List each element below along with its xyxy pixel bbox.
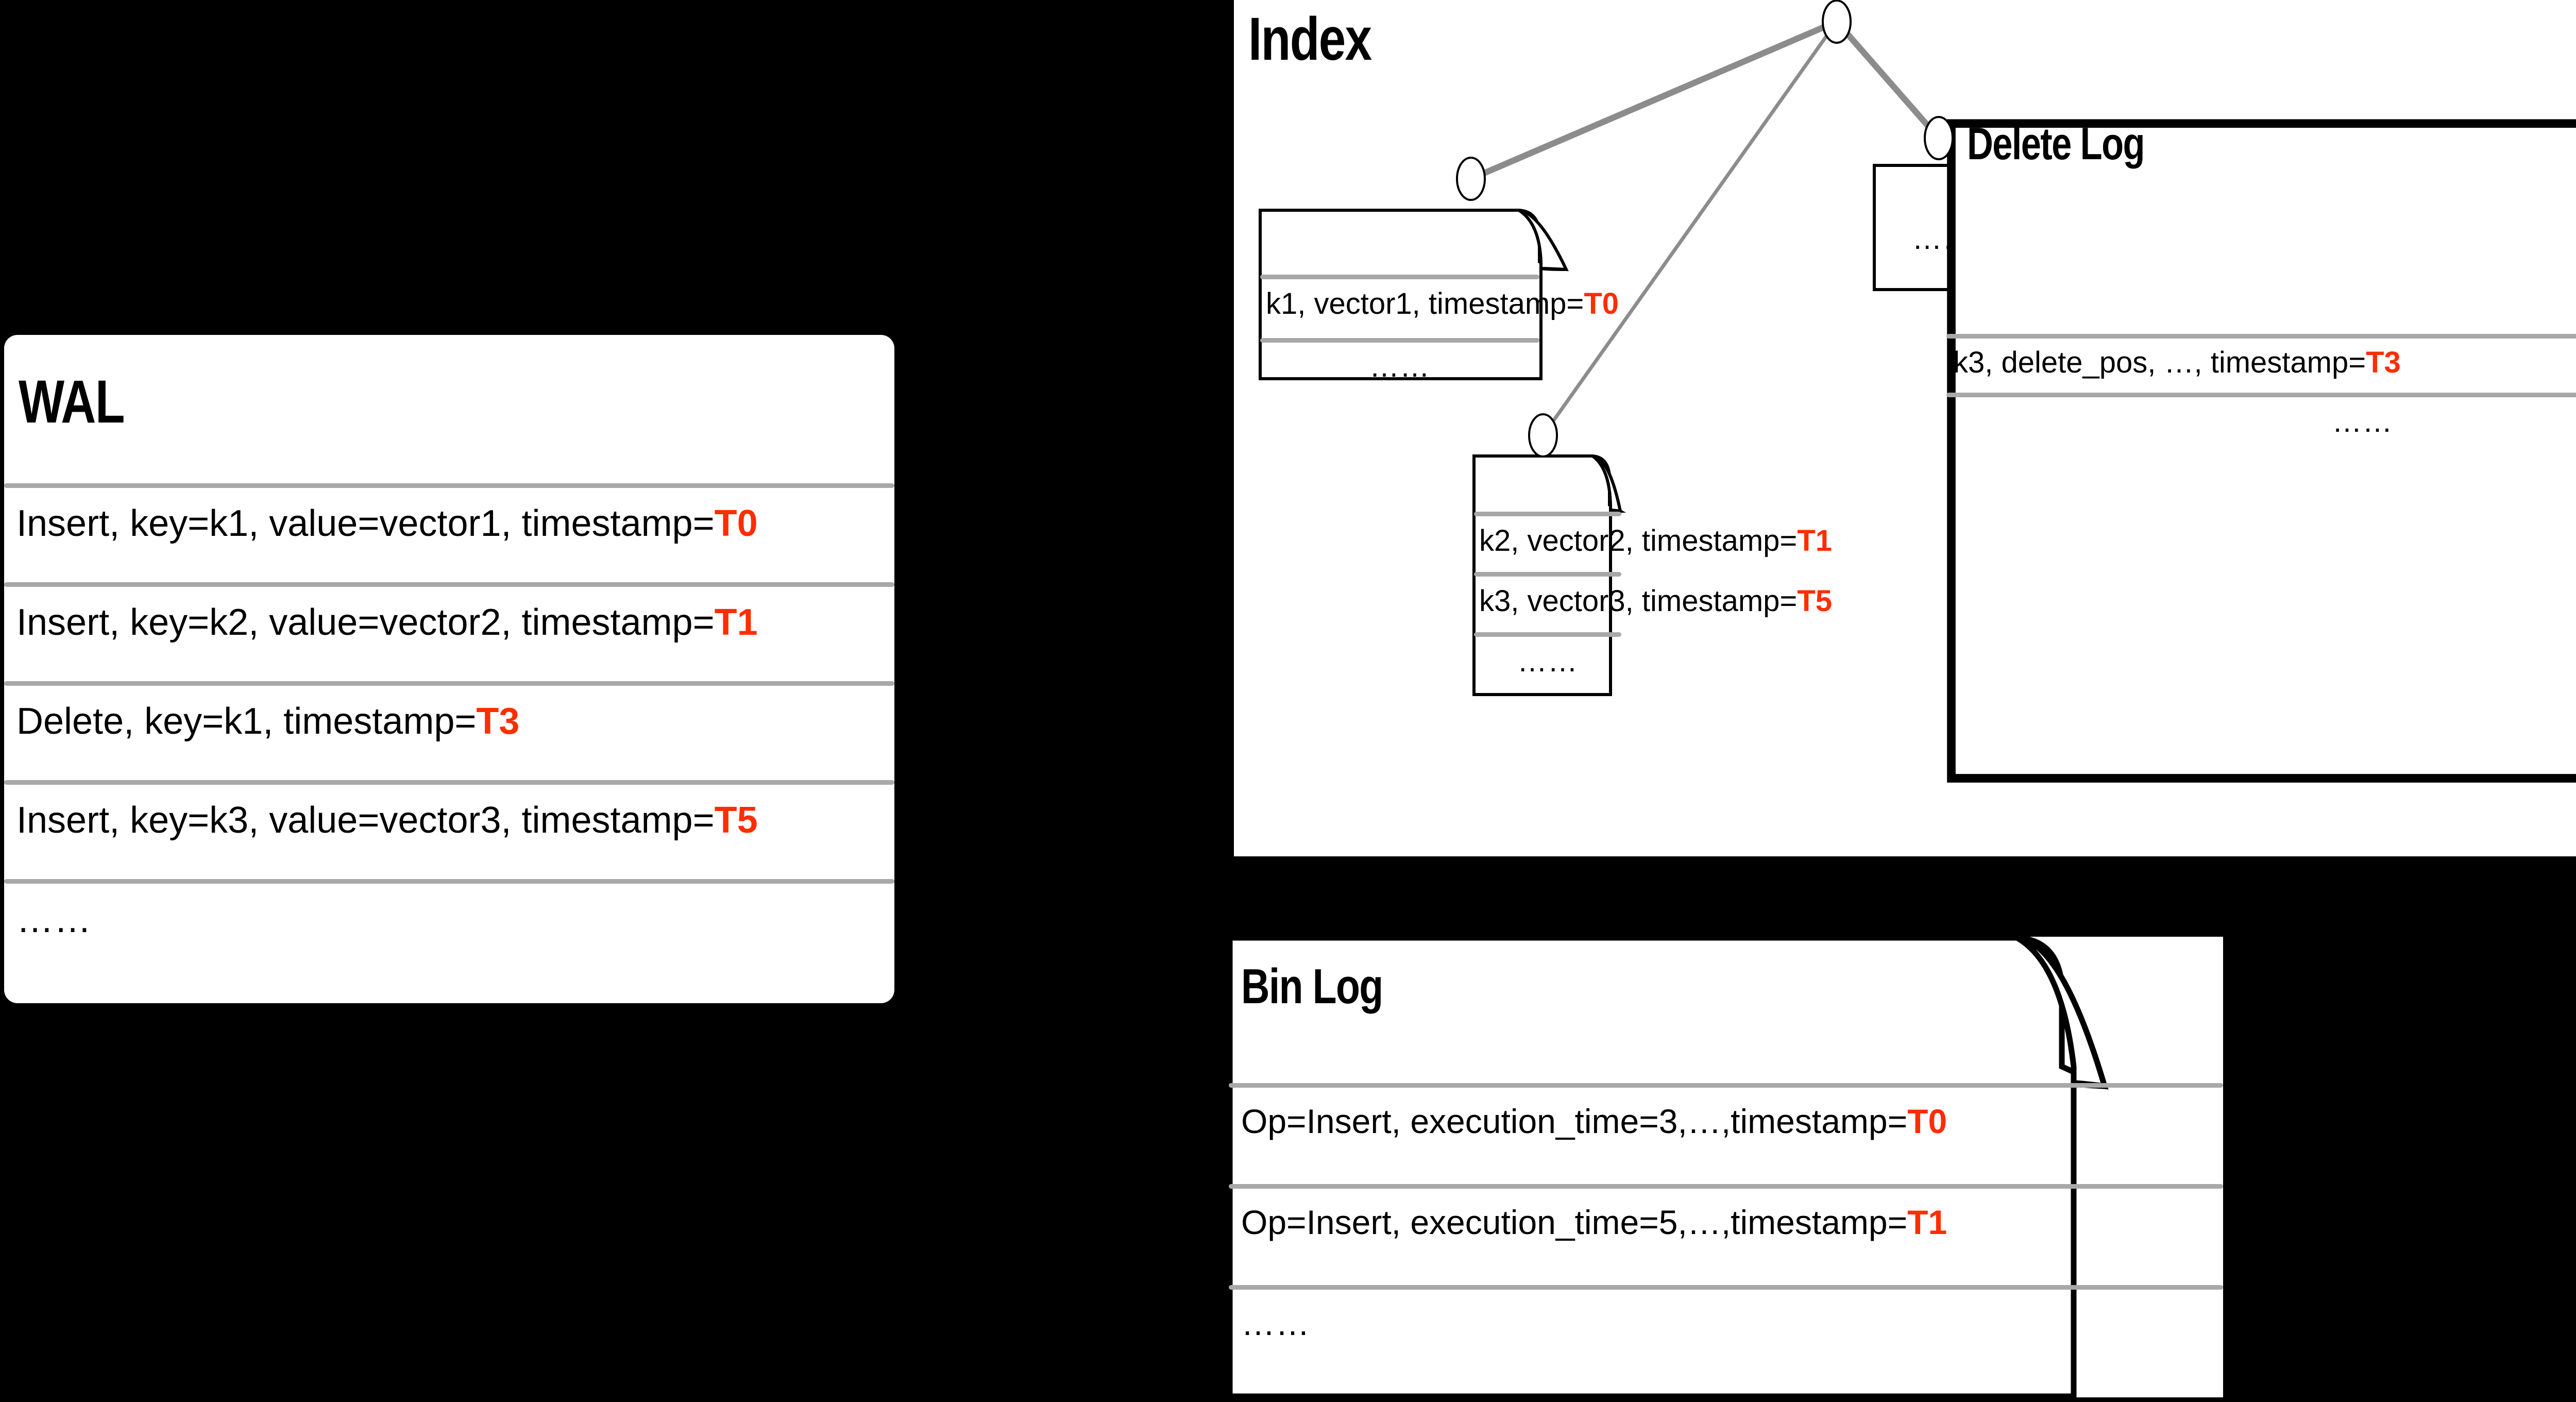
wal-row-2-timestamp: T3 xyxy=(476,701,520,742)
bin-log-row-1: Op=Insert, execution_time=5,…,timestamp=… xyxy=(1241,1203,1947,1242)
delete-log-divider-1 xyxy=(1946,393,2576,397)
wal-row-0-timestamp: T0 xyxy=(714,503,758,544)
delete-log-shape xyxy=(1947,119,2576,783)
tree-edge-root-to-middle xyxy=(1541,20,1838,437)
wal-row-2-text: Delete, key=k1, timestamp= xyxy=(16,701,477,742)
delete-log-divider-0 xyxy=(1946,334,2576,339)
index-leaf-k1-row-0-timestamp: T0 xyxy=(1584,287,1619,320)
delete-log-more-ellipsis: …… xyxy=(2332,405,2393,438)
bin-log-divider-1 xyxy=(1229,1184,2223,1189)
index-leaf-k1-divider-0 xyxy=(1260,275,1539,279)
wal-row-0-text: Insert, key=k1, value=vector1, timestamp… xyxy=(16,503,715,544)
index-leaf-k1-more-ellipsis: …… xyxy=(1369,350,1430,383)
bin-log-more-ellipsis: …… xyxy=(1241,1304,1310,1342)
wal-divider-0 xyxy=(4,483,894,488)
index-leaf-k1-row-0: k1, vector1, timestamp=T0 xyxy=(1266,286,1619,321)
wal-row-3: Insert, key=k3, value=vector3, timestamp… xyxy=(16,799,758,841)
delete-log-row-0-text: k3, delete_pos, …, timestamp= xyxy=(1953,346,2366,379)
wal-row-0: Insert, key=k1, value=vector1, timestamp… xyxy=(16,502,758,545)
index-panel: Index k1, vector1, timestamp=T0 …… …… k2… xyxy=(1234,0,2576,856)
tree-node-right xyxy=(1924,116,1954,160)
index-leaf-k2k3-more-ellipsis: …… xyxy=(1517,645,1578,678)
index-leaf-k2k3-row-0-text: k2, vector2, timestamp= xyxy=(1479,524,1798,558)
bin-log-row-1-text: Op=Insert, execution_time=5,…,timestamp= xyxy=(1241,1203,1908,1241)
delete-log-title: Delete Log xyxy=(1967,118,2145,169)
wal-divider-4 xyxy=(4,879,894,884)
wal-divider-1 xyxy=(4,582,894,587)
wal-row-3-timestamp: T5 xyxy=(714,800,758,841)
index-tree-graph xyxy=(1456,0,1954,458)
tree-node-middle xyxy=(1528,413,1558,458)
bin-log-row-0-text: Op=Insert, execution_time=3,…,timestamp= xyxy=(1241,1102,1908,1140)
index-title: Index xyxy=(1248,5,1372,73)
index-leaf-k2k3-row-1-text: k3, vector3, timestamp= xyxy=(1479,584,1798,618)
index-leaf-k2k3-divider-1 xyxy=(1474,572,1621,577)
bin-log-divider-0 xyxy=(1229,1083,2223,1088)
tree-edge-root-to-right xyxy=(1834,20,1941,140)
index-leaf-k1-divider-1 xyxy=(1260,338,1539,343)
bin-log-row-0-timestamp: T0 xyxy=(1907,1102,1947,1140)
bin-log-divider-2 xyxy=(1229,1285,2223,1290)
wal-divider-3 xyxy=(4,780,894,785)
index-leaf-k2k3-row-1-timestamp: T5 xyxy=(1797,584,1832,618)
wal-row-3-text: Insert, key=k3, value=vector3, timestamp… xyxy=(16,800,715,841)
index-leaf-k2k3-divider-2 xyxy=(1474,632,1621,637)
wal-row-1: Insert, key=k2, value=vector2, timestamp… xyxy=(16,601,758,644)
index-leaf-k2k3-row-0-timestamp: T1 xyxy=(1797,524,1832,558)
wal-more-ellipsis: …… xyxy=(16,899,92,940)
delete-log-row-0: k3, delete_pos, …, timestamp=T3 xyxy=(1953,345,2401,380)
index-leaf-k1-row-0-text: k1, vector1, timestamp= xyxy=(1266,287,1584,320)
wal-title: WAL xyxy=(19,368,125,436)
bin-log-row-1-timestamp: T1 xyxy=(1907,1203,1947,1241)
wal-row-1-text: Insert, key=k2, value=vector2, timestamp… xyxy=(16,602,715,643)
wal-panel: WAL Insert, key=k1, value=vector1, times… xyxy=(4,335,894,1003)
bin-log-panel: Bin Log Op=Insert, execution_time=3,…,ti… xyxy=(1227,935,2223,1399)
tree-edge-root-to-left xyxy=(1469,19,1838,182)
index-leaf-k1-shape xyxy=(1259,209,1569,380)
index-leaf-k2k3-divider-0 xyxy=(1474,512,1621,516)
bin-log-row-0: Op=Insert, execution_time=3,…,timestamp=… xyxy=(1241,1102,1947,1141)
index-leaf-k2k3-row-1: k3, vector3, timestamp=T5 xyxy=(1479,584,1832,618)
index-leaf-k2k3-row-0: k2, vector2, timestamp=T1 xyxy=(1479,523,1832,558)
wal-divider-2 xyxy=(4,681,894,686)
delete-log-row-0-timestamp: T3 xyxy=(2366,346,2401,379)
wal-row-1-timestamp: T1 xyxy=(714,602,758,643)
bin-log-title: Bin Log xyxy=(1241,959,1383,1014)
wal-row-2: Delete, key=k1, timestamp=T3 xyxy=(16,700,519,742)
tree-node-root xyxy=(1822,0,1852,44)
tree-node-left xyxy=(1456,157,1486,201)
